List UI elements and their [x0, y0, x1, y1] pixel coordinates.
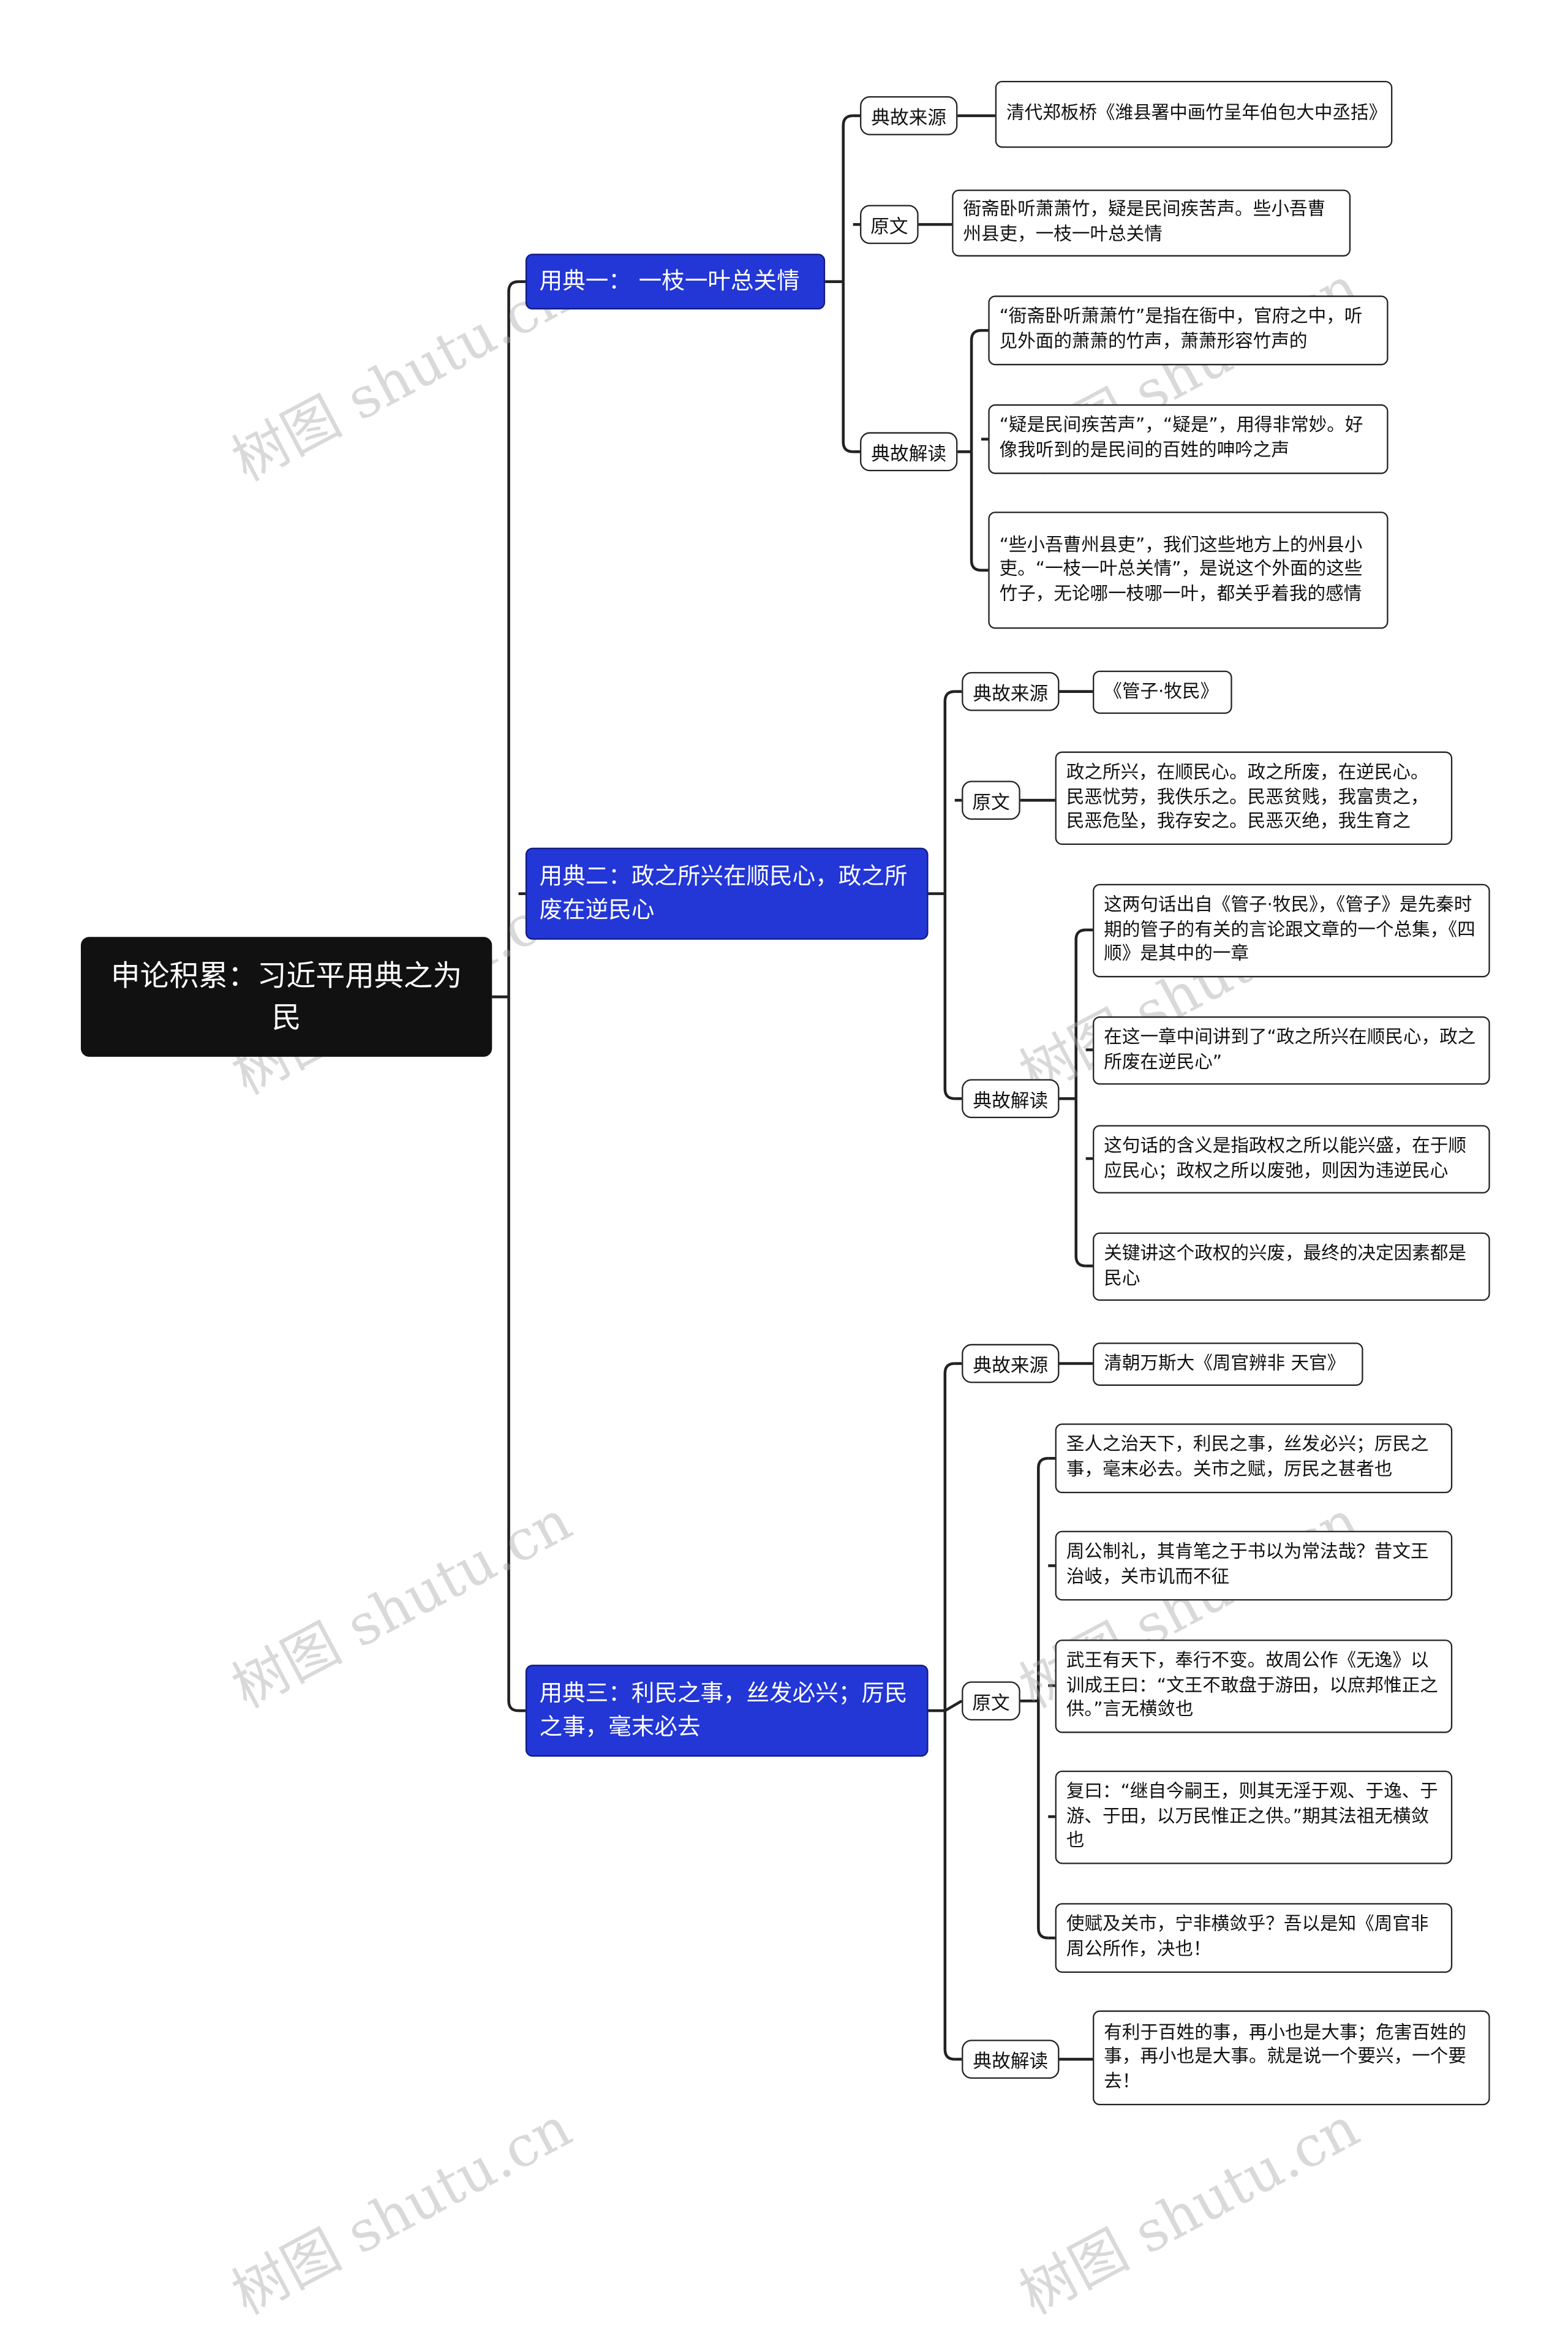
root-topic[interactable]: 申论积累：习近平用典之为民 — [80, 937, 492, 1057]
source-label-2[interactable]: 典故来源 — [962, 671, 1060, 711]
reading-label-2[interactable]: 典故解读 — [962, 1079, 1060, 1119]
reading-leaf-2-2[interactable]: 在这一章中间讲到了“政之所兴在顺民心，政之所废在逆民心” — [1093, 1016, 1490, 1085]
text-leaf-3-2[interactable]: 周公制礼，其肯笔之于书以为常法哉？昔文王治岐，关市讥而不征 — [1055, 1530, 1453, 1601]
connector-line — [1037, 1457, 1049, 1701]
text-leaf-3-3[interactable]: 武王有天下，奉行不变。故周公作《无逸》以训成王曰：“文王不敢盘于游田，以庶邦惟正… — [1055, 1640, 1453, 1733]
mind-map: 树图 shutu.cn 树图 shutu.cn 树图 shutu.cn 树图 s… — [80, 80, 1490, 2328]
text-leaf-3-4[interactable]: 复曰：“继自今嗣王，则其无淫于观、于逸、于游、于田，以万民惟正之供。”期其法祖无… — [1055, 1771, 1453, 1864]
connector-line — [842, 281, 853, 453]
reading-leaf-1-2[interactable]: “疑是民间疾苦声”，“疑是”，用得非常妙。好像我听到的是民间的百姓的呻吟之声 — [988, 404, 1389, 474]
reading-label-1[interactable]: 典故解读 — [860, 432, 958, 472]
text-leaf-3-5[interactable]: 使赋及关市，宁非横敛乎？吾以是知《周官非周公所作，决也！ — [1055, 1903, 1453, 1973]
source-label-1[interactable]: 典故来源 — [860, 96, 958, 135]
connector-line — [943, 1711, 955, 2061]
reading-label-3[interactable]: 典故解读 — [962, 2040, 1060, 2079]
connector-line — [1037, 1701, 1049, 1940]
reading-leaf-1-3[interactable]: “些小吾曹州县吏”，我们这些地方上的州县小吏。“一枝一叶总关情”，是说这个外面的… — [988, 512, 1389, 629]
text-label-3[interactable]: 原文 — [962, 1681, 1020, 1721]
reading-leaf-2-4[interactable]: 关键讲这个政权的兴废，最终的决定因素都是民心 — [1093, 1232, 1490, 1301]
connector-lines — [492, 114, 1093, 2061]
connector-line — [970, 452, 982, 572]
connector-line — [507, 280, 519, 997]
text-leaf-2-1[interactable]: 政之所兴，在顺民心。政之所废，在逆民心。民恶忧劳，我佚乐之。民恶贫贱，我富贵之，… — [1055, 751, 1453, 845]
reading-leaf-3-1[interactable]: 有利于百姓的事，再小也是大事；危害百姓的事，再小也是大事。就是说一个要兴，一个要… — [1093, 2010, 1490, 2106]
connector-line — [507, 997, 519, 1712]
source-leaf-1[interactable]: 清代郑板桥《潍县署中画竹呈年伯包大中丞括》 — [995, 80, 1393, 148]
connector-line — [943, 690, 955, 894]
connector-line — [943, 893, 955, 1100]
reading-leaf-1-1[interactable]: “衙斋卧听萧萧竹”是指在衙中，官府之中，听见外面的萧萧的竹声，萧萧形容竹声的 — [988, 295, 1389, 366]
connector-line — [842, 114, 853, 282]
connector-line — [1074, 928, 1086, 1099]
text-label-1[interactable]: 原文 — [860, 205, 919, 244]
branch-topic-3[interactable]: 用典三：利民之事，丝发必兴；厉民之事，毫末必去 — [525, 1665, 929, 1757]
connector-line — [1074, 1099, 1086, 1268]
connector-line — [943, 1362, 955, 1711]
connector-line — [970, 329, 982, 452]
source-leaf-2[interactable]: 《管子·牧民》 — [1093, 670, 1232, 714]
text-label-2[interactable]: 原文 — [962, 781, 1020, 820]
source-label-3[interactable]: 典故来源 — [962, 1344, 1060, 1383]
source-leaf-3[interactable]: 清朝万斯大《周官辨非 天官》 — [1093, 1342, 1363, 1386]
text-leaf-3-1[interactable]: 圣人之治天下，利民之事，丝发必兴；厉民之事，毫末必去。关市之赋，厉民之甚者也 — [1055, 1423, 1453, 1494]
connector-line — [944, 1700, 963, 1712]
text-leaf-1-1[interactable]: 衙斋卧听萧萧竹，疑是民间疾苦声。些小吾曹州县吏，一枝一叶总关情 — [952, 189, 1351, 257]
branch-topic-1[interactable]: 用典一： 一枝一叶总关情 — [525, 254, 826, 310]
branch-topic-2[interactable]: 用典二：政之所兴在顺民心，政之所废在逆民心 — [525, 847, 929, 940]
reading-leaf-2-3[interactable]: 这句话的含义是指政权之所以能兴盛，在于顺应民心；政权之所以废弛，则因为违逆民心 — [1093, 1125, 1490, 1193]
reading-leaf-2-1[interactable]: 这两句话出自《管子·牧民》，《管子》是先秦时期的管子的有关的言论跟文章的一个总集… — [1093, 883, 1490, 978]
